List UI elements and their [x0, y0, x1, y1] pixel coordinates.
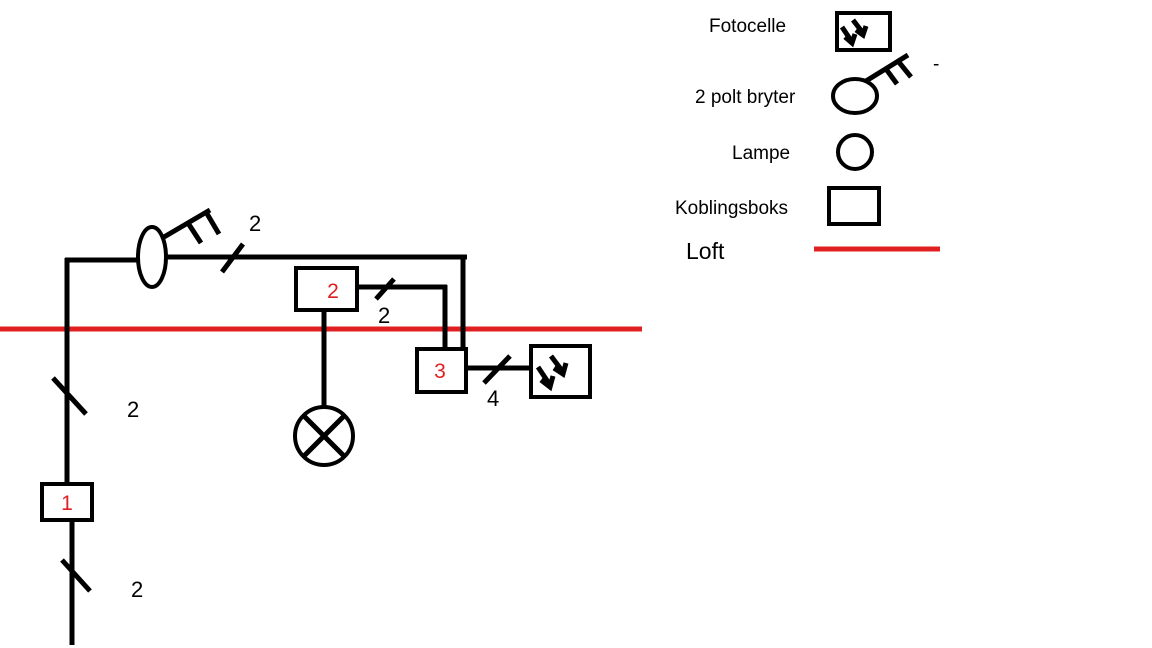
lamp-icon: [836, 133, 874, 171]
photocell-icon: [835, 11, 892, 52]
photocell-icon: [529, 344, 592, 399]
legend-label-bryter: 2 polt bryter: [695, 87, 796, 108]
junction-box-icon: [827, 186, 881, 226]
junction-box-3: 3: [415, 347, 468, 394]
count-label-lower: 2: [131, 577, 143, 602]
count-label-upper: 2: [127, 397, 139, 422]
wires: [64, 254, 531, 645]
legend-bryter-mark: -: [933, 54, 939, 75]
count-label-switch: 2: [249, 211, 261, 236]
legend-label-fotocelle: Fotocelle: [709, 16, 786, 37]
two-pole-switch-icon: [136, 207, 222, 289]
box-number: 3: [434, 360, 446, 383]
box-number: 2: [327, 280, 339, 303]
legend-label-lampe: Lampe: [732, 143, 790, 164]
junction-box-2: 2: [294, 266, 359, 312]
tick-mark: [374, 277, 396, 301]
tick-mark: [482, 354, 512, 385]
two-pole-switch-icon: [831, 52, 913, 115]
tick-marks: [51, 242, 512, 593]
lamp-icon: [293, 405, 355, 467]
legend: Fotocelle 2 polt bryter - Lampe Koblings…: [675, 11, 940, 264]
legend-label-loft: Loft: [686, 238, 725, 264]
count-label-fotocelle: 4: [487, 386, 499, 411]
legend-label-koblingsboks: Koblingsboks: [675, 198, 788, 219]
junction-box-1: 1: [40, 482, 94, 522]
tick-mark: [60, 558, 92, 593]
box-number: 1: [61, 492, 73, 515]
tick-mark: [220, 242, 245, 274]
count-label-box2: 2: [378, 303, 390, 328]
tick-mark: [51, 376, 88, 416]
